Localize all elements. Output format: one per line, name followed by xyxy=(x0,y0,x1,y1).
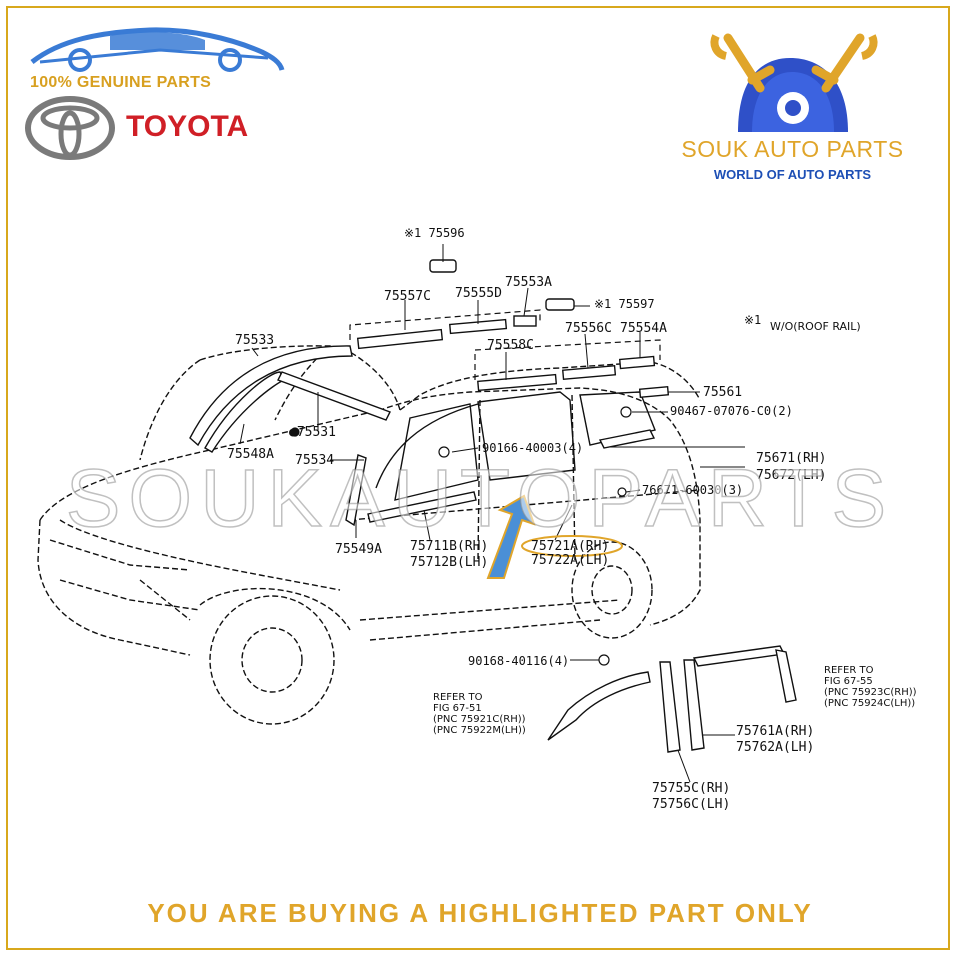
label-75597: ※1 75597 xyxy=(594,297,655,311)
refer-left-line: (PNC 75921C(RH)) xyxy=(433,714,526,725)
label-75671: 75671(RH) xyxy=(756,451,826,466)
label-90467: 90467-07076-C0(2) xyxy=(670,404,793,418)
label-75721a: 75721A(RH) xyxy=(531,539,609,554)
refer-right-line: (PNC 75923C(RH)) xyxy=(824,687,917,698)
part-labels: ※1 75596 75557C 75555D 75553A ※1 75597 7… xyxy=(227,226,826,812)
label-75553a: 75553A xyxy=(505,275,552,290)
refer-left-line: FIG 67-51 xyxy=(433,703,482,714)
refer-note-right: REFER TO FIG 67-55 (PNC 75923C(RH)) (PNC… xyxy=(824,665,917,709)
wheel-rear xyxy=(571,541,653,639)
watermark: SOUKAUTOPARTS xyxy=(65,452,895,545)
label-75762a: 75762A(LH) xyxy=(736,740,814,755)
label-75761a: 75761A(RH) xyxy=(736,724,814,739)
refer-right-line: REFER TO xyxy=(824,665,874,676)
label-75556c: 75556C xyxy=(565,321,612,336)
label-90166: 90166-40003(4) xyxy=(482,441,583,455)
refer-right-line: FIG 67-55 xyxy=(824,676,873,687)
label-75712b: 75712B(LH) xyxy=(410,555,488,570)
toyota-brand-text: TOYOTA xyxy=(126,110,249,143)
label-75534: 75534 xyxy=(295,453,334,468)
note-text: W/O(ROOF RAIL) xyxy=(770,320,861,333)
wheel-front xyxy=(199,587,351,725)
label-75596: ※1 75596 xyxy=(404,226,465,240)
label-75711b: 75711B(RH) xyxy=(410,539,488,554)
note-mark: ※1 xyxy=(744,313,761,327)
refer-left-line: (PNC 75922M(LH)) xyxy=(433,725,526,736)
car-logo-icon xyxy=(30,27,285,72)
group-brackets xyxy=(349,309,661,380)
highlight-arrow-icon xyxy=(486,494,536,579)
label-75557c: 75557C xyxy=(384,289,431,304)
label-75549a: 75549A xyxy=(335,542,382,557)
label-75531: ●75531 xyxy=(289,425,336,440)
genuine-parts-text: 100% GENUINE PARTS xyxy=(30,74,212,91)
leader-lines xyxy=(239,244,745,783)
label-75561: 75561 xyxy=(703,385,742,400)
label-75533: 75533 xyxy=(235,333,274,348)
label-75722a: 75722A(LH) xyxy=(531,553,609,568)
label-76671: 76671-60030(3) xyxy=(642,483,743,497)
toyota-emblem-icon xyxy=(25,96,115,160)
footer-notice: YOU ARE BUYING A HIGHLIGHTED PART ONLY xyxy=(147,898,813,928)
label-90168: 90168-40116(4) xyxy=(468,654,569,668)
label-75755c: 75755C(RH) xyxy=(652,781,730,796)
refer-note-left: REFER TO FIG 67-51 (PNC 75921C(RH)) (PNC… xyxy=(433,692,526,736)
roof-mouldings xyxy=(189,259,670,527)
label-75548a: 75548A xyxy=(227,447,274,462)
shop-tagline: WORLD OF AUTO PARTS xyxy=(713,167,872,182)
label-75555d: 75555D xyxy=(455,286,502,301)
window-frames xyxy=(394,391,656,501)
note-roof-rail: ※1 W/O(ROOF RAIL) xyxy=(744,313,861,333)
label-75558c: 75558C xyxy=(487,338,534,353)
label-75554a: 75554A xyxy=(620,321,667,336)
refer-right-line: (PNC 75924C(LH)) xyxy=(824,698,915,709)
label-75756c: 75756C(LH) xyxy=(652,797,730,812)
window-frame-parts xyxy=(547,645,797,753)
label-75672: 75672(LH) xyxy=(756,468,826,483)
highlight-ring xyxy=(521,535,623,557)
souk-auto-parts-logo-icon xyxy=(710,33,878,132)
refer-left-line: REFER TO xyxy=(433,692,483,703)
shop-name: SOUK AUTO PARTS xyxy=(681,136,904,162)
clip-icons xyxy=(290,406,632,666)
